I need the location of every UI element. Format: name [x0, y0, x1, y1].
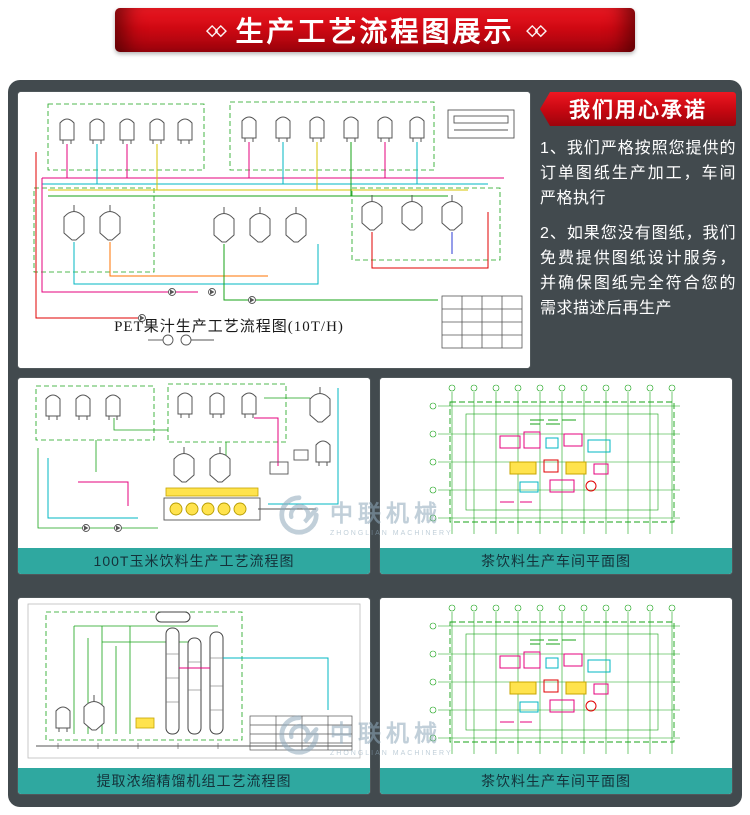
panel-tea-workshop-1: 茶饮料生产车间平面图 [380, 378, 732, 574]
panel-caption: 茶饮料生产车间平面图 [380, 768, 732, 794]
pet-juice-caption: PET果汁生产工艺流程图(10T/H) [114, 319, 344, 335]
diamond-decoration-right: ◇◇ [526, 22, 547, 39]
tea-workshop-floor-plan-diagram [380, 378, 732, 548]
corn-beverage-flow-diagram [18, 378, 370, 548]
diamond-decoration-left: ◇◇ [206, 22, 226, 39]
distillation-unit-flow-diagram [18, 598, 370, 768]
promise-item-1: 1、我们严格按照您提供的订单图纸生产加工，车间严格执行 [540, 140, 736, 207]
panel-pet-juice: PET果汁生产工艺流程图(10T/H) [18, 92, 530, 368]
tea-workshop-floor-plan-diagram [380, 598, 732, 768]
panel-corn-beverage: 100T玉米饮料生产工艺流程图 [18, 378, 370, 574]
page-title-banner: ◇◇ 生产工艺流程图展示 ◇◇ [115, 8, 635, 52]
promise-section: 我们用心承诺 1、我们严格按照您提供的订单图纸生产加工，车间严格执行 2、如果您… [540, 92, 736, 372]
panel-caption: 100T玉米饮料生产工艺流程图 [18, 548, 370, 574]
content-board: PET果汁生产工艺流程图(10T/H) 我们用心承诺 1、我们严格按照您提供的订… [8, 80, 742, 807]
promise-item-2: 2、如果您没有图纸，我们免费提供图纸设计服务，并确保图纸完全符合您的需求描述后再… [540, 225, 736, 317]
panel-tea-workshop-2: 茶饮料生产车间平面图 [380, 598, 732, 794]
promise-title: 我们用心承诺 [569, 99, 707, 122]
panel-distillation-unit: 提取浓缩精馏机组工艺流程图 [18, 598, 370, 794]
page-title: 生产工艺流程图展示 [235, 16, 515, 47]
panel-caption: 提取浓缩精馏机组工艺流程图 [18, 768, 370, 794]
promise-title-banner: 我们用心承诺 [540, 92, 736, 126]
panel-caption: 茶饮料生产车间平面图 [380, 548, 732, 574]
